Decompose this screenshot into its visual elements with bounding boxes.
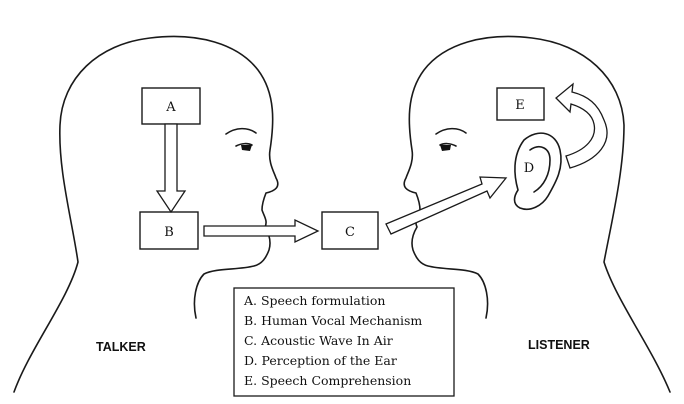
legend-item-b: B. Human Vocal Mechanism: [244, 313, 422, 328]
legend: A. Speech formulation B. Human Vocal Mec…: [233, 287, 455, 397]
talker-head-icon: [13, 35, 279, 393]
box-c: C: [321, 211, 379, 250]
box-b: B: [139, 211, 199, 250]
listener-label: LISTENER: [528, 338, 590, 352]
listener-eye-icon: [435, 127, 467, 151]
legend-item-d: D. Perception of the Ear: [244, 353, 397, 368]
arrow-a-to-b-icon: [155, 123, 187, 214]
arrow-b-to-c-icon: [203, 218, 320, 244]
talker-label: TALKER: [96, 340, 146, 354]
box-c-label: C: [345, 225, 355, 240]
arrow-d-to-e-icon: [555, 82, 608, 169]
box-b-label: B: [164, 225, 174, 240]
listener-head-icon: [403, 35, 671, 393]
box-e-label: E: [515, 98, 525, 113]
legend-item-c: C. Acoustic Wave In Air: [244, 333, 393, 348]
legend-item-e: E. Speech Comprehension: [244, 373, 411, 388]
talker-eye-icon: [225, 127, 257, 151]
box-a-label: A: [165, 100, 176, 115]
legend-item-a: A. Speech formulation: [243, 293, 385, 308]
ear-icon: [513, 132, 562, 211]
box-a: A: [141, 87, 201, 125]
label-d: D: [524, 161, 534, 176]
arrow-c-to-d-icon: [385, 176, 508, 235]
box-e: E: [496, 87, 545, 121]
